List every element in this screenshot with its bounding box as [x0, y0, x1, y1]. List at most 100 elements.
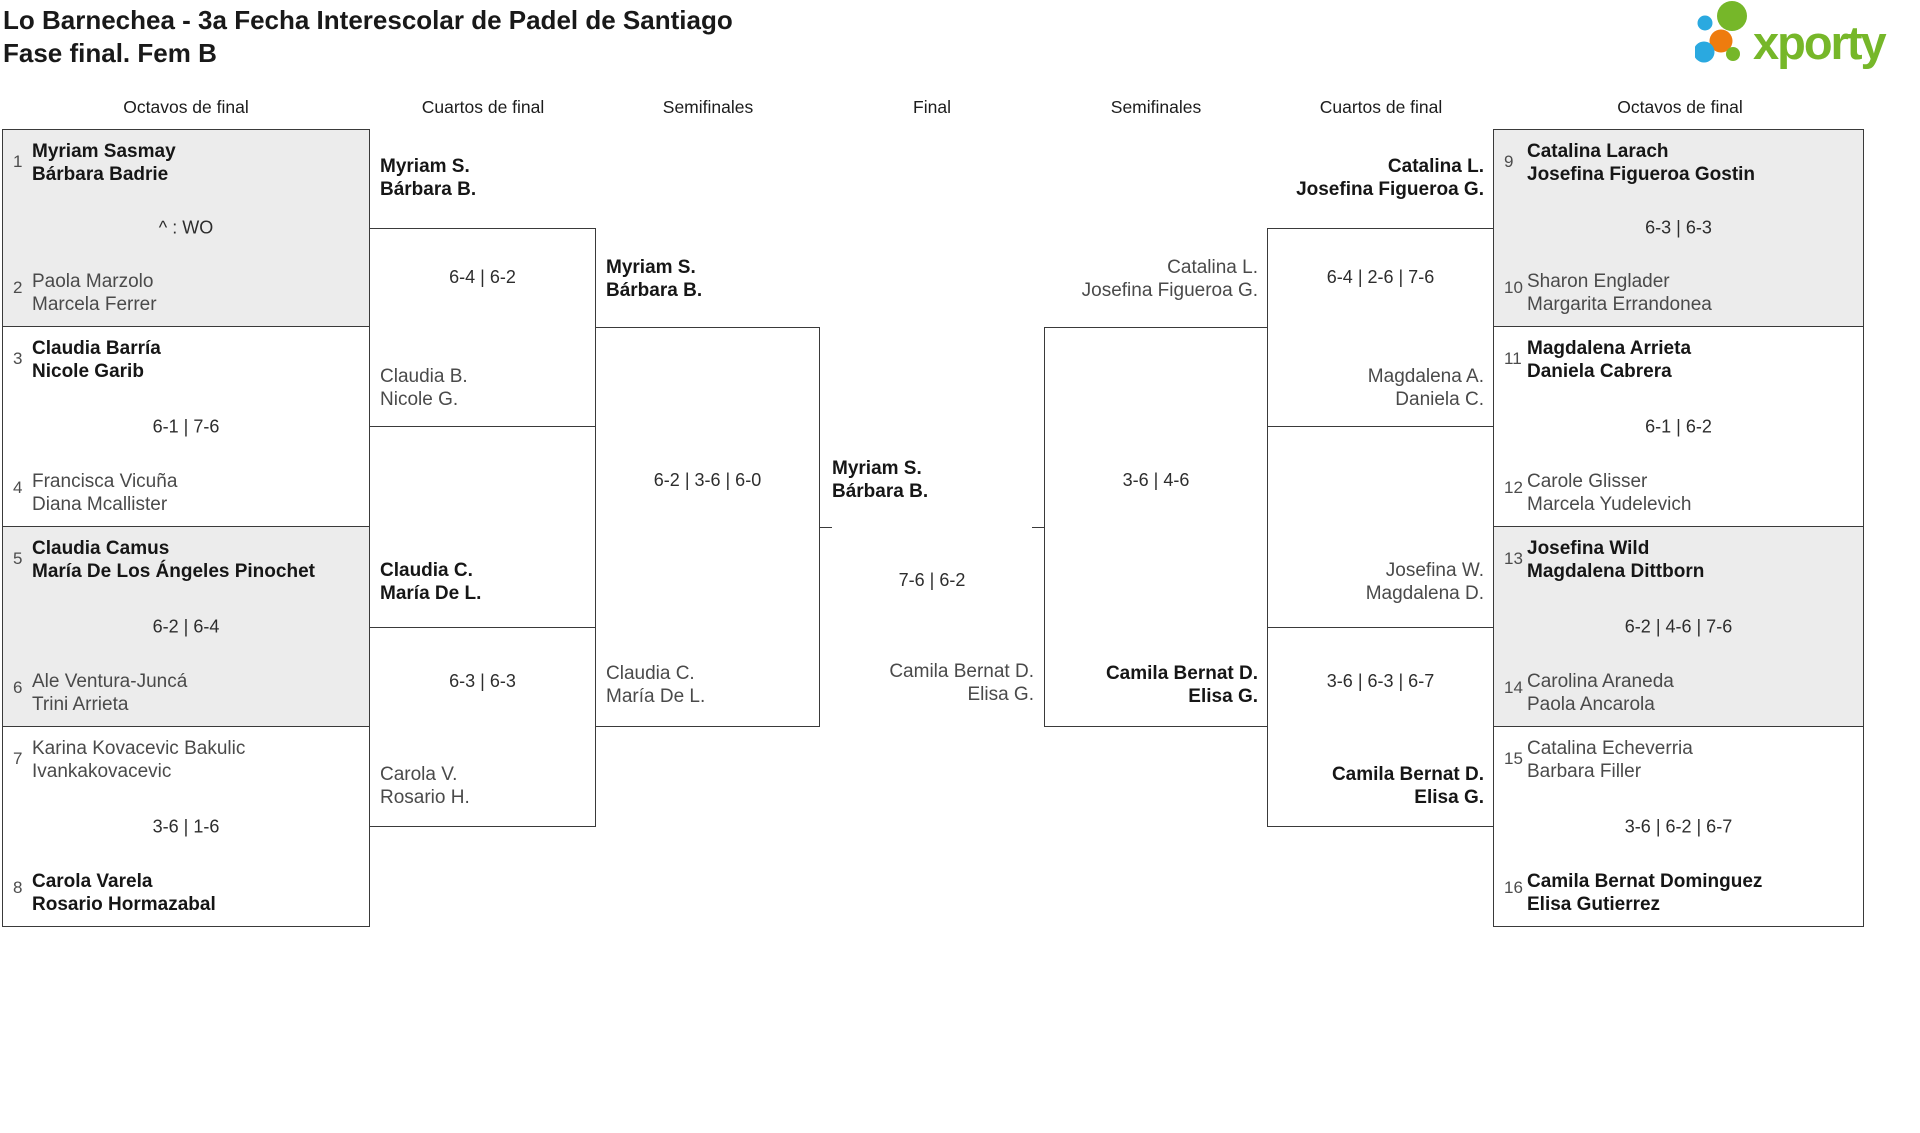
team-bottom: Camila Bernat Dominguez Elisa Gutierrez — [1527, 870, 1762, 916]
seed-number: 2 — [13, 278, 23, 297]
seed-number: 15 — [1504, 749, 1523, 768]
player-line: Rosario Hormazabal — [32, 894, 216, 915]
seed-number: 6 — [13, 678, 23, 697]
player-line: Catalina Larach — [1527, 141, 1669, 162]
match-score: 6-2 | 3-6 | 6-0 — [653, 470, 762, 490]
match-box-1-2: 1 Myriam Sasmay Bárbara Badrie ^ : WO 2 … — [2, 129, 370, 327]
player-line: Diana Mcallister — [32, 494, 168, 515]
player-line: Catalina Echeverria — [1527, 738, 1693, 759]
player-line: Myriam Sasmay — [32, 141, 176, 162]
seed-number: 5 — [13, 549, 23, 568]
round-header: Final — [913, 97, 951, 117]
seed-number: 4 — [13, 478, 23, 497]
bracket-box-sf-right — [1044, 327, 1268, 727]
team-bottom: Sharon Englader Margarita Errandonea — [1527, 270, 1712, 316]
player-line: Carola Varela — [32, 871, 153, 892]
seed-number: 7 — [13, 749, 23, 768]
match-box-5-6: 5 Claudia Camus María De Los Ángeles Pin… — [2, 526, 370, 727]
round-header: Semifinales — [662, 97, 754, 117]
team-label: Myriam S. Bárbara B. — [380, 155, 476, 201]
player-line: Ivankakovacevic — [32, 761, 172, 782]
match-score: 6-2 | 4-6 | 7-6 — [1624, 616, 1733, 636]
team-top: Magdalena Arrieta Daniela Cabrera — [1527, 337, 1691, 383]
team-bottom: Ale Ventura-Juncá Trini Arrieta — [32, 670, 187, 716]
player-line: Daniela Cabrera — [1527, 361, 1672, 382]
player-line: María De Los Ángeles Pinochet — [32, 561, 315, 582]
match-score: 6-1 | 6-2 — [1645, 416, 1712, 436]
team-bottom: Carole Glisser Marcela Yudelevich — [1527, 470, 1691, 516]
player-line: Camila Bernat D. — [889, 661, 1034, 682]
team-bottom: Paola Marzolo Marcela Ferrer — [32, 270, 157, 316]
match-score: ^ : WO — [158, 217, 214, 238]
match-box-13-14: 13 Josefina Wild Magdalena Dittborn 6-2 … — [1493, 526, 1864, 727]
seed-number: 13 — [1504, 549, 1523, 568]
team-label: Camila Bernat D. Elisa G. — [1268, 763, 1484, 809]
team-top: Josefina Wild Magdalena Dittborn — [1527, 537, 1704, 583]
xporty-logo[interactable]: xporty — [1695, 0, 1910, 76]
player-line: María De L. — [606, 686, 706, 707]
seed-number: 12 — [1504, 478, 1523, 497]
player-line: Francisca Vicuña — [32, 471, 178, 492]
player-line: Josefina Figueroa G. — [1081, 280, 1258, 301]
player-line: Marcela Yudelevich — [1527, 494, 1692, 515]
match-score: 3-6 | 1-6 — [152, 816, 220, 836]
team-label: Josefina W. Magdalena D. — [1268, 559, 1484, 605]
team-label: Catalina L. Josefina Figueroa G. — [1044, 256, 1258, 302]
player-line: Sharon Englader — [1527, 271, 1670, 292]
final-connector-left — [819, 527, 832, 528]
logo-dot-green-small — [1726, 47, 1740, 61]
team-label: Carola V. Rosario H. — [380, 763, 470, 809]
final-connector-right — [1032, 527, 1045, 528]
match-score: 6-4 | 2-6 | 7-6 — [1326, 267, 1435, 287]
round-header: Octavos de final — [1617, 97, 1743, 117]
team-label: Catalina L. Josefina Figueroa G. — [1268, 155, 1484, 201]
logo-dot-blue-medium — [1695, 41, 1715, 63]
logo-dot-blue-small — [1697, 15, 1713, 31]
player-line: Catalina L. — [1387, 156, 1484, 177]
team-bottom: Carolina Araneda Paola Ancarola — [1527, 670, 1674, 716]
player-line: Camila Bernat D. — [1331, 764, 1484, 785]
player-line: Bárbara B. — [380, 179, 477, 200]
player-line: Margarita Errandonea — [1527, 294, 1712, 315]
player-line: Catalina L. — [1167, 257, 1258, 278]
player-line: Nicole Garib — [32, 361, 144, 382]
player-line: Josefina Figueroa G. — [1296, 179, 1484, 200]
player-line: Elisa G. — [1414, 787, 1484, 808]
match-score: 7-6 | 6-2 — [898, 570, 966, 590]
player-line: Barbara Filler — [1527, 761, 1642, 782]
player-line: Carole Glisser — [1527, 471, 1648, 492]
team-top: Catalina Echeverria Barbara Filler — [1527, 737, 1693, 783]
player-line: Bárbara B. — [832, 481, 929, 502]
match-score: 6-4 | 6-2 — [449, 267, 516, 287]
team-top: Claudia Barría Nicole Garib — [32, 337, 161, 383]
round-header: Semifinales — [1110, 97, 1202, 117]
round-header: Cuartos de final — [1319, 97, 1443, 117]
player-line: Bárbara B. — [606, 280, 703, 301]
player-line: Camila Bernat Dominguez — [1527, 871, 1763, 892]
bracket-box-qf-right-1 — [1267, 228, 1494, 427]
round-header: Cuartos de final — [421, 97, 545, 117]
match-score: 3-6 | 4-6 — [1122, 470, 1190, 490]
team-label: Claudia C. María De L. — [606, 662, 705, 708]
logo-dot-green-large — [1717, 1, 1747, 31]
seed-number: 8 — [13, 878, 23, 897]
match-box-3-4: 3 Claudia Barría Nicole Garib 6-1 | 7-6 … — [2, 326, 370, 527]
team-label: Claudia C. María De L. — [380, 559, 481, 605]
logo-dot-orange — [1709, 29, 1733, 53]
match-score: 6-2 | 6-4 — [152, 616, 220, 636]
tournament-title: Lo Barnechea - 3a Fecha Interescolar de … — [3, 5, 733, 35]
player-line: Marcela Ferrer — [32, 294, 157, 315]
player-line: Rosario H. — [380, 787, 470, 808]
team-top: Karina Kovacevic Bakulic Ivankakovacevic — [32, 737, 245, 783]
seed-number: 11 — [1504, 349, 1522, 368]
player-line: Myriam S. — [606, 257, 696, 278]
match-box-9-10: 9 Catalina Larach Josefina Figueroa Gost… — [1493, 129, 1864, 327]
team-label: Myriam S. Bárbara B. — [606, 256, 702, 302]
player-line: Magdalena D. — [1365, 583, 1484, 604]
player-line: Ale Ventura-Juncá — [32, 671, 188, 692]
logo-wordmark: xporty — [1753, 16, 1887, 69]
match-score: 3-6 | 6-3 | 6-7 — [1326, 671, 1435, 691]
team-top: Catalina Larach Josefina Figueroa Gostin — [1527, 140, 1755, 186]
bracket-box-qf-left-2 — [369, 627, 596, 827]
player-line: Daniela C. — [1395, 389, 1484, 410]
